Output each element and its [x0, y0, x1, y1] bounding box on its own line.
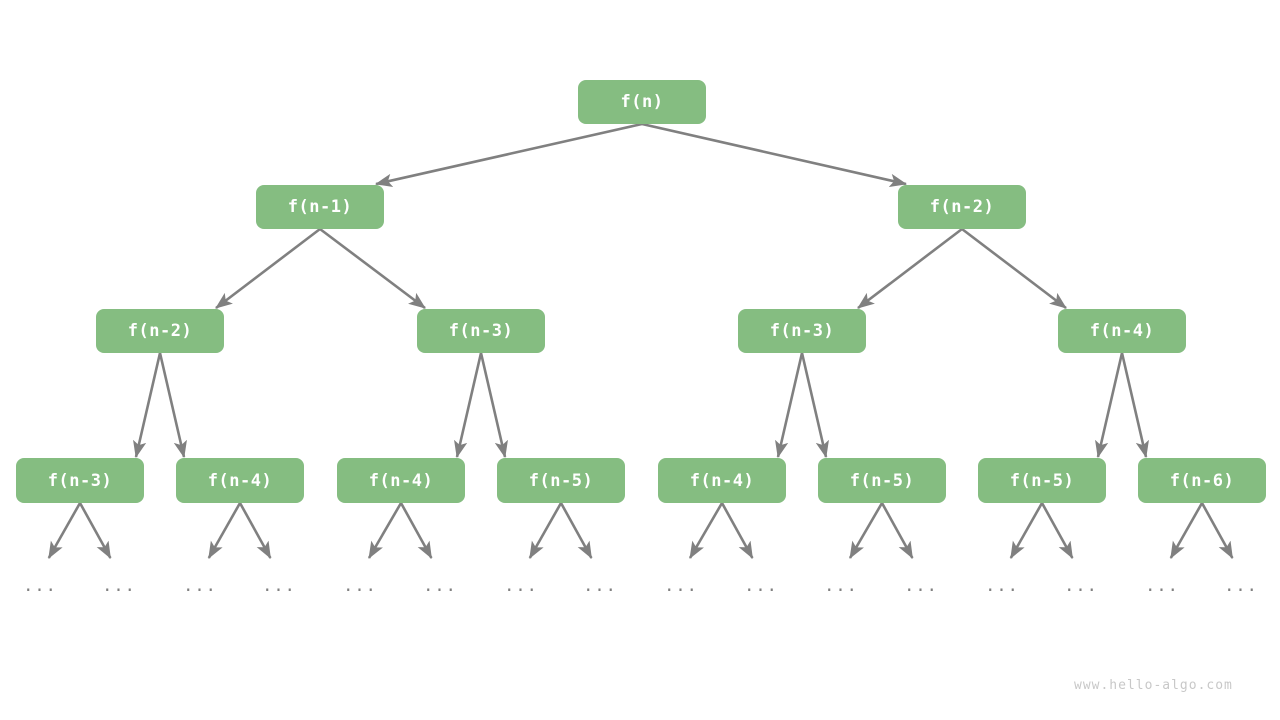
ellipsis-marker: ...: [985, 576, 1019, 596]
ellipsis-marker: ...: [1064, 576, 1098, 596]
tree-node[interactable]: f(n-3): [738, 309, 866, 353]
edge-n4-to-n10: [479, 352, 508, 459]
edge-n11-to-ellipsis-8: [688, 502, 724, 559]
ellipsis-marker: ...: [102, 576, 136, 596]
tree-node[interactable]: f(n-3): [417, 309, 545, 353]
ellipsis-marker: ...: [1224, 576, 1258, 596]
edge-n9-to-ellipsis-5: [399, 502, 433, 559]
ellipsis-marker: ...: [423, 576, 457, 596]
watermark: www.hello-algo.com: [1074, 678, 1233, 693]
ellipsis-marker: ...: [583, 576, 617, 596]
tree-node[interactable]: f(n): [578, 80, 706, 124]
edge-n0-to-n1: [374, 122, 643, 188]
tree-node[interactable]: f(n-4): [658, 458, 786, 503]
ellipsis-marker: ...: [744, 576, 778, 596]
tree-node[interactable]: f(n-5): [978, 458, 1106, 503]
edge-n12-to-ellipsis-10: [848, 502, 884, 559]
ellipsis-marker: ...: [664, 576, 698, 596]
edge-n14-to-ellipsis-15: [1200, 502, 1234, 559]
tree-node[interactable]: f(n-6): [1138, 458, 1266, 503]
edge-n10-to-ellipsis-6: [528, 502, 563, 559]
edge-n6-to-n13: [1095, 352, 1124, 459]
edge-n13-to-ellipsis-13: [1040, 502, 1074, 559]
ellipsis-marker: ...: [262, 576, 296, 596]
tree-node[interactable]: f(n-3): [16, 458, 144, 503]
edge-n6-to-n14: [1120, 352, 1149, 459]
tree-node[interactable]: f(n-4): [1058, 309, 1186, 353]
ellipsis-marker: ...: [824, 576, 858, 596]
edge-n2-to-n6: [961, 227, 1067, 310]
tree-node[interactable]: f(n-4): [176, 458, 304, 503]
ellipsis-marker: ...: [343, 576, 377, 596]
ellipsis-marker: ...: [183, 576, 217, 596]
edge-n10-to-ellipsis-7: [559, 502, 593, 559]
edge-n3-to-n7: [133, 352, 162, 459]
tree-node[interactable]: f(n-1): [256, 185, 384, 229]
edge-n1-to-n4: [319, 227, 426, 310]
ellipsis-marker: ...: [504, 576, 538, 596]
tree-node[interactable]: f(n-4): [337, 458, 465, 503]
edge-n8-to-ellipsis-3: [238, 502, 272, 559]
edge-n2-to-n5: [857, 227, 963, 310]
edge-n1-to-n3: [215, 227, 321, 310]
ellipsis-marker: ...: [904, 576, 938, 596]
edge-n7-to-ellipsis-1: [78, 502, 112, 559]
tree-node[interactable]: f(n-2): [898, 185, 1026, 229]
edge-n5-to-n11: [775, 352, 804, 459]
ellipsis-marker: ...: [23, 576, 57, 596]
edge-n12-to-ellipsis-11: [880, 502, 914, 559]
edge-n14-to-ellipsis-14: [1169, 502, 1204, 559]
edge-n4-to-n9: [454, 352, 483, 459]
edge-n13-to-ellipsis-12: [1009, 502, 1044, 559]
tree-node[interactable]: f(n-5): [818, 458, 946, 503]
edge-n8-to-ellipsis-2: [207, 502, 242, 559]
edge-n7-to-ellipsis-0: [47, 502, 82, 559]
edge-n0-to-n2: [641, 122, 908, 188]
edge-n3-to-n8: [158, 352, 187, 459]
tree-node[interactable]: f(n-2): [96, 309, 224, 353]
edge-n5-to-n12: [800, 352, 829, 459]
edge-n11-to-ellipsis-9: [720, 502, 754, 559]
tree-node[interactable]: f(n-5): [497, 458, 625, 503]
edge-n9-to-ellipsis-4: [367, 502, 403, 559]
ellipsis-marker: ...: [1145, 576, 1179, 596]
